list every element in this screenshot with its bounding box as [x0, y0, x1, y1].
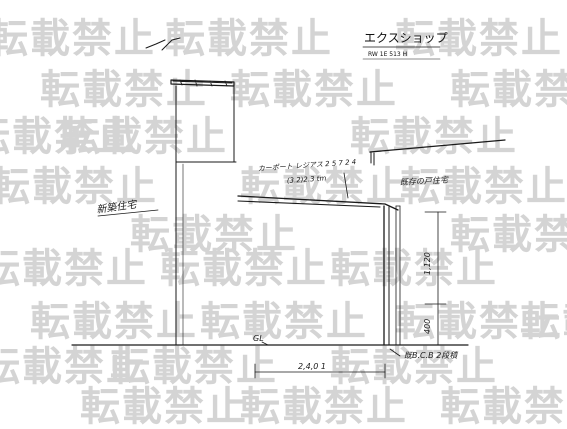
- watermark-text: 転載禁止: [0, 164, 158, 210]
- dim-height-lower: 400: [423, 319, 432, 334]
- watermark-text: 転載禁止: [400, 164, 567, 210]
- dim-span: 2,4,0 1: [298, 362, 326, 371]
- watermark-layer: 転載禁止 転載禁止 転載禁止 転載禁止 転載禁止 転載禁止 転載禁止 転載禁止 …: [0, 16, 567, 429]
- shop-code: RW 1E 513 H: [368, 51, 407, 58]
- watermark-text: 転載禁止: [350, 114, 518, 160]
- right-eave-top: [369, 139, 506, 153]
- span-dimension: 2,4,0 1: [254, 362, 386, 379]
- watermark-text: 転載禁止: [40, 67, 208, 113]
- label-underline-left: [97, 209, 159, 217]
- left-building: 新築住宅: [96, 37, 237, 346]
- watermark-text: 転載禁止: [0, 114, 138, 160]
- ground: GL: [71, 334, 469, 346]
- label-new-house: 新築住宅: [96, 198, 139, 216]
- watermark-text: 転載禁止: [160, 246, 328, 292]
- watermark-text: 転載禁止: [450, 67, 567, 113]
- carport-note-2: (3.2)2.3 tm: [287, 174, 327, 185]
- block-note-leader: [389, 348, 401, 357]
- carport-roof-bottom: [237, 200, 381, 208]
- eave-hatch: [172, 79, 233, 87]
- dim-height-upper: 1,120: [423, 252, 432, 275]
- watermark-text: 転載禁止: [200, 299, 368, 345]
- watermark-text: 転載禁止: [520, 299, 567, 345]
- right-eave-end: [370, 151, 375, 166]
- title-block: エクスショップ RW 1E 513 H: [362, 31, 448, 60]
- carport-leader: [343, 172, 349, 199]
- watermark-text: 転載禁止: [395, 16, 563, 62]
- block-wall-note: 既B.C.B 2段積: [389, 348, 459, 360]
- watermark-text: 転載禁止: [330, 246, 498, 292]
- watermark-text: 転載禁止: [130, 212, 298, 258]
- watermark-text: 転載禁止: [80, 384, 248, 425]
- watermark-text: 転載禁止: [240, 384, 408, 425]
- watermark-text: 転載禁止: [395, 299, 563, 345]
- watermark-text: 転載禁止: [0, 16, 156, 62]
- shop-name: エクスショップ: [364, 31, 448, 45]
- watermark-text: 転載禁止: [440, 384, 567, 425]
- watermark-text: 転載禁止: [450, 212, 567, 258]
- roof-break-mark: [145, 37, 181, 51]
- gl-tick: [261, 341, 269, 346]
- watermark-text: 転載禁止: [110, 344, 278, 390]
- carport-roof-top: [237, 195, 399, 211]
- label-existing-house: 既存の戸住宅: [400, 175, 449, 187]
- watermark-text: 転載禁止: [230, 67, 398, 113]
- right-building: 既存の戸住宅: [369, 139, 506, 346]
- height-dimension: 1,120 400: [423, 211, 447, 346]
- watermark-text: 転載禁止: [165, 16, 333, 62]
- watermark-text: 転載禁止: [330, 344, 498, 390]
- watermark-text: 転載禁止: [60, 114, 228, 160]
- watermark-text: 転載禁止: [0, 344, 148, 390]
- gl-mark: GL: [253, 334, 264, 343]
- watermark-text: 転載禁止: [30, 299, 198, 345]
- block-wall-label: 既B.C.B 2段積: [404, 351, 459, 360]
- watermark-text: 転載禁止: [0, 246, 148, 292]
